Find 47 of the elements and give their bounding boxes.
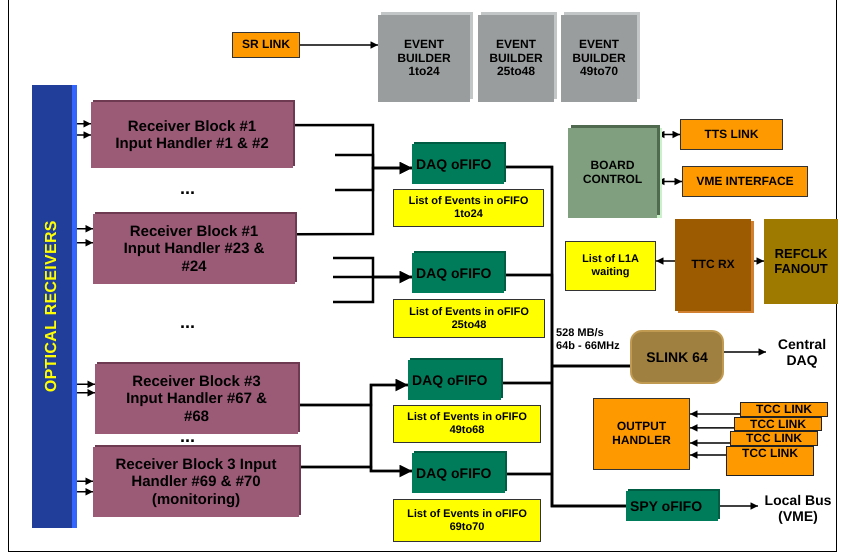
arrow bbox=[718, 502, 758, 510]
control-block: BOARD CONTROL bbox=[568, 128, 657, 218]
receiver-block: Receiver Block 3 Input Handler #69 & #70 (monitoring) bbox=[93, 447, 299, 517]
output-label: Central DAQ bbox=[766, 333, 838, 371]
connector-line bbox=[505, 472, 626, 508]
ellipsis-mark: ... bbox=[180, 312, 196, 334]
event-builder-box: EVENT BUILDER 49to70 bbox=[561, 15, 637, 102]
arrow bbox=[690, 424, 734, 432]
receiver-block: Receiver Block #1 Input Handler #23 & #24 bbox=[93, 214, 295, 284]
ellipsis-mark: ... bbox=[180, 178, 196, 200]
receiver-bar: OPTICAL RECEIVERS bbox=[32, 85, 72, 528]
link-box: TCC LINK bbox=[740, 402, 828, 417]
event-list-box: List of Events in oFIFO 69to70 bbox=[393, 499, 541, 542]
event-builder-box: EVENT BUILDER 25to48 bbox=[478, 15, 554, 102]
slink-block: SLINK 64 bbox=[630, 330, 724, 384]
receiver-block: TTC RX bbox=[675, 219, 751, 311]
fifo-box: DAQ oFIFO bbox=[412, 253, 504, 293]
fifo-box: SPY oFIFO bbox=[626, 491, 718, 521]
event-list-box: List of Events in oFIFO 49to68 bbox=[393, 405, 541, 443]
link-box: TCC LINK bbox=[730, 431, 818, 446]
arrow bbox=[656, 257, 675, 265]
arrow bbox=[299, 464, 412, 478]
arrow bbox=[724, 348, 766, 356]
event-list-box: List of Events in oFIFO 25to48 bbox=[393, 299, 545, 338]
event-list-box: List of Events in oFIFO 1to24 bbox=[393, 189, 544, 227]
event-builder-box: EVENT BUILDER 1to24 bbox=[378, 15, 470, 102]
arrow bbox=[690, 451, 726, 459]
arrow bbox=[300, 41, 378, 49]
link-box: TCC LINK bbox=[734, 417, 822, 431]
fanout-block: REFCLK FANOUT bbox=[764, 219, 838, 304]
fifo-box: DAQ oFIFO bbox=[412, 453, 505, 493]
bandwidth-label: 528 MB/s 64b - 66MHz bbox=[556, 327, 621, 354]
receiver-block: Receiver Block #1 Input Handler #1 & #2 bbox=[91, 102, 293, 168]
arrow bbox=[333, 270, 412, 304]
link-box: OUTPUT HANDLER bbox=[593, 398, 690, 470]
fifo-box: DAQ oFIFO bbox=[408, 360, 501, 400]
event-list-box: List of L1A waiting bbox=[565, 241, 656, 291]
link-box: VME INTERFACE bbox=[682, 166, 808, 197]
link-box: SR LINK bbox=[232, 32, 300, 58]
arrow bbox=[335, 162, 412, 192]
output-label: Local Bus (VME) bbox=[758, 489, 838, 527]
fifo-box: DAQ oFIFO bbox=[412, 144, 504, 184]
arrow bbox=[690, 439, 730, 447]
arrow bbox=[690, 410, 740, 418]
link-box: TTS LINK bbox=[680, 119, 783, 150]
receiver-block: Receiver Block #3 Input Handler #67 & #68 bbox=[95, 364, 298, 434]
link-box: TCC LINK bbox=[726, 446, 814, 476]
